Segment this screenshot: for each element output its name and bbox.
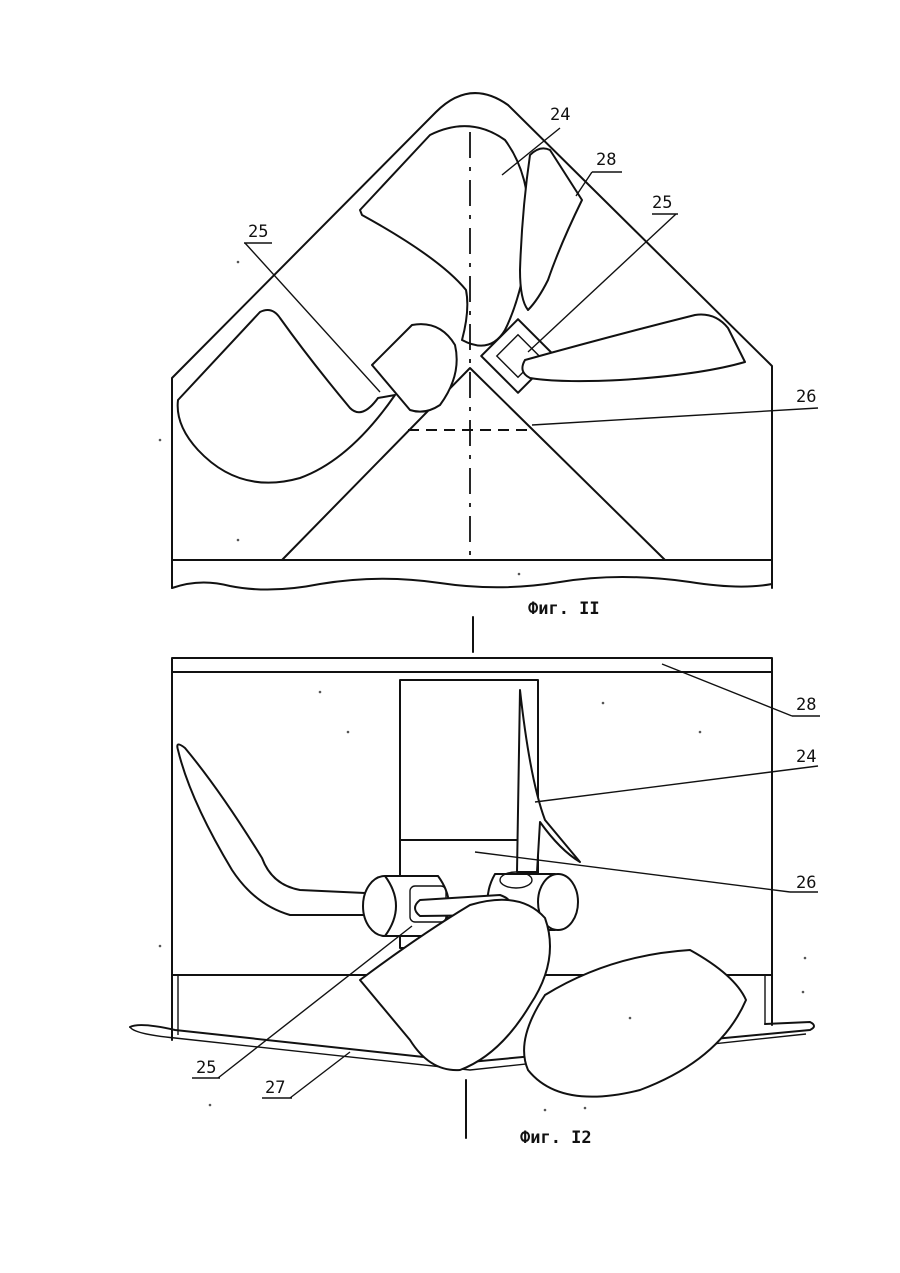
figure-11: 24 28 25 25 26 Фиг. II bbox=[172, 93, 818, 619]
blade-up-fig12 bbox=[517, 690, 580, 872]
break-line-fig11 bbox=[172, 577, 772, 590]
label-28-fig11: 28 bbox=[596, 150, 616, 170]
top-bar-fig12 bbox=[172, 658, 772, 672]
label-26-fig12: 26 bbox=[796, 873, 816, 893]
leader-27-fig12 bbox=[290, 1052, 350, 1098]
figure-12: 28 24 26 25 27 Фиг. I2 bbox=[130, 658, 820, 1148]
label-25a-fig11: 25 bbox=[248, 222, 268, 242]
blade-left bbox=[178, 310, 395, 483]
blade-left-fig12 bbox=[177, 744, 365, 915]
caption-fig12: Фиг. I2 bbox=[520, 1128, 592, 1148]
caption-fig11: Фиг. II bbox=[528, 599, 600, 619]
blade-upper-right bbox=[520, 148, 582, 310]
blade-upper-left bbox=[360, 126, 529, 346]
label-24-fig12: 24 bbox=[796, 747, 816, 767]
label-26-fig11: 26 bbox=[796, 387, 816, 407]
leader-24-fig12 bbox=[535, 766, 818, 802]
label-25b-fig11: 25 bbox=[652, 193, 672, 213]
blade-right-fig12 bbox=[524, 950, 746, 1097]
label-28-fig12: 28 bbox=[796, 695, 816, 715]
label-25-fig12: 25 bbox=[196, 1058, 216, 1078]
label-27-fig12: 27 bbox=[265, 1078, 285, 1098]
blade-right-horizontal bbox=[522, 315, 745, 382]
leader-26-fig11 bbox=[532, 408, 818, 425]
label-24-fig11: 24 bbox=[550, 105, 570, 125]
